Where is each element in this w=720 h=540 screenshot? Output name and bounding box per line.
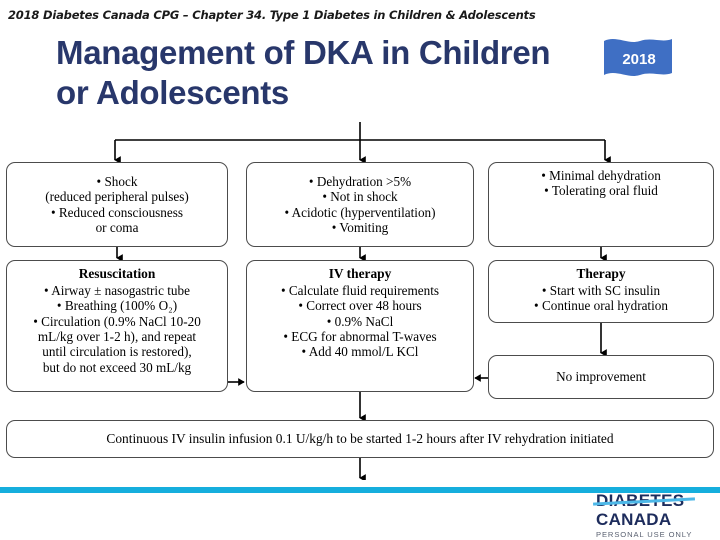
dka-management-flowchart: • Shock (reduced peripheral pulses) • Re…: [0, 120, 720, 480]
node-shock-line-3: or coma: [95, 219, 139, 235]
node-resuscitation-line-2: • Circulation (0.9% NaCl 10-20: [33, 313, 201, 329]
node-no-improvement[interactable]: No improvement: [488, 355, 714, 399]
node-iv-therapy-title: IV therapy: [328, 266, 392, 281]
node-shock-line-1: (reduced peripheral pulses): [45, 189, 189, 205]
node-iv-therapy[interactable]: IV therapy • Calculate fluid requirement…: [246, 260, 474, 392]
node-dka-line-3: • Vomiting: [331, 219, 389, 235]
node-iv-therapy-line-3: • ECG for abnormal T-waves: [283, 328, 437, 344]
footer-accent-bar: [0, 487, 720, 493]
node-dka-line-1: • Not in shock: [322, 189, 398, 205]
page-title: Management of DKA in Children or Adolesc…: [56, 34, 551, 112]
node-minimal-line-1: • Tolerating oral fluid: [544, 183, 658, 199]
breadcrumb: 2018 Diabetes Canada CPG – Chapter 34. T…: [8, 8, 536, 22]
node-iv-therapy-line-0: • Calculate fluid requirements: [280, 282, 440, 298]
node-resuscitation-line-5: but do not exceed 30 mL/kg: [42, 359, 192, 375]
node-iv-therapy-line-4: • Add 40 mmol/L KCl: [301, 344, 419, 360]
node-resuscitation-line-1: • Breathing (100% O₂): [56, 298, 178, 314]
node-iv-therapy-line-1: • Correct over 48 hours: [298, 298, 422, 314]
flag-icon: [604, 39, 672, 76]
brand-tagline: PERSONAL USE ONLY: [596, 530, 693, 540]
node-therapy[interactable]: Therapy • Start with SC insulin • Contin…: [488, 260, 714, 323]
node-dka-criteria[interactable]: • Dehydration >5% • Not in shock • Acido…: [246, 162, 474, 247]
year-badge-label: 2018: [622, 50, 656, 68]
node-resuscitation-line-0: • Airway ± nasogastric tube: [44, 282, 190, 298]
node-shock-line-2: • Reduced consciousness: [50, 204, 184, 220]
node-insulin-infusion-line-0: Continuous IV insulin infusion 0.1 U/kg/…: [106, 431, 614, 447]
brand-line-canada: CANADA: [596, 510, 672, 529]
node-resuscitation-title: Resuscitation: [78, 266, 156, 281]
node-resuscitation-line-3: mL/kg over 1-2 h), and repeat: [37, 328, 197, 344]
node-iv-therapy-line-2: • 0.9% NaCl: [326, 313, 394, 329]
node-therapy-line-0: • Start with SC insulin: [541, 282, 661, 298]
node-shock-line-0: • Shock: [96, 173, 138, 189]
node-insulin-infusion[interactable]: Continuous IV insulin infusion 0.1 U/kg/…: [6, 420, 714, 458]
node-minimal-line-0: • Minimal dehydration: [541, 168, 661, 183]
year-flag-badge: 2018: [602, 35, 674, 83]
node-dka-line-2: • Acidotic (hyperventilation): [284, 204, 436, 220]
node-minimal-dehydration[interactable]: • Minimal dehydration • Tolerating oral …: [488, 162, 714, 247]
diabetes-canada-logo: DIABETES CANADA PERSONAL USE ONLY: [593, 492, 716, 540]
node-therapy-line-1: • Continue oral hydration: [534, 298, 668, 314]
node-no-improvement-line-0: No improvement: [556, 369, 646, 385]
node-resuscitation-line-4: until circulation is restored),: [42, 344, 192, 360]
brand-wordmark: DIABETES: [593, 492, 695, 509]
node-resuscitation[interactable]: Resuscitation • Airway ± nasogastric tub…: [6, 260, 228, 392]
node-dka-line-0: • Dehydration >5%: [308, 173, 412, 189]
node-shock[interactable]: • Shock (reduced peripheral pulses) • Re…: [6, 162, 228, 247]
node-therapy-title: Therapy: [576, 266, 626, 281]
